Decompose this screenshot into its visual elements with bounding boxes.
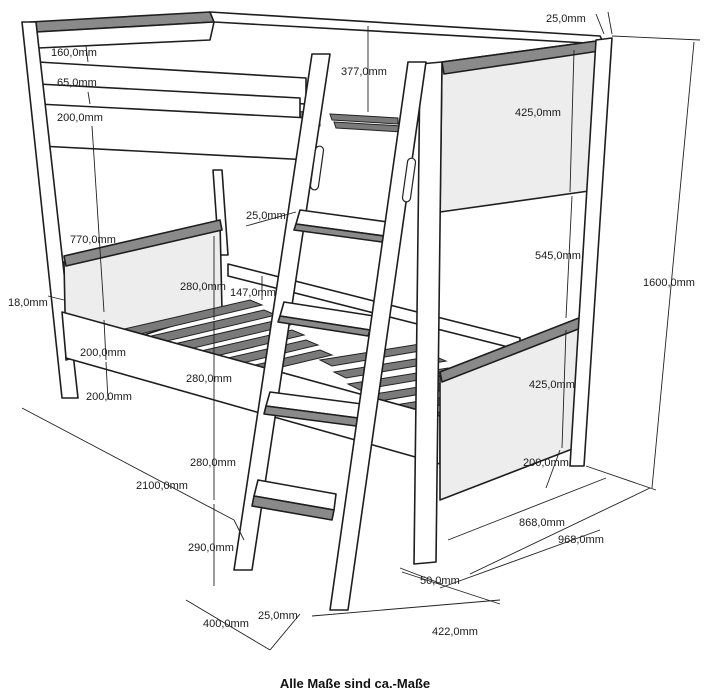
dim-ladder-rail: 25,0mm <box>258 610 298 622</box>
upper-top-edge <box>209 11 605 45</box>
ladder <box>233 53 427 611</box>
dim-mid-height: 770,0mm <box>70 234 116 246</box>
dim-total-height: 1600,0mm <box>643 277 695 289</box>
dim-rung-spacing-3: 280,0mm <box>190 457 236 469</box>
dim-ladder-width: 400,0mm <box>203 618 249 630</box>
ladder-rung-2-face <box>277 315 371 337</box>
dim-guard-gap: 65,0mm <box>57 77 97 89</box>
dimension-lines <box>21 11 701 651</box>
dim-rung-offset: 147,0mm <box>230 287 276 299</box>
ladder-handle-left <box>309 145 325 191</box>
dim-leg-height: 200,0mm <box>86 391 132 403</box>
ladder-right-rail <box>329 61 427 611</box>
dimension-labels: 160,0mm 65,0mm 200,0mm 377,0mm 25,0mm 42… <box>8 13 695 638</box>
lower-foot-top <box>63 219 223 267</box>
dim-top-guard-height: 160,0mm <box>51 47 97 59</box>
dim-upper-panel-height: 200,0mm <box>57 112 103 124</box>
back-right-post <box>569 37 613 467</box>
dim-upper-slat-gap: 377,0mm <box>341 66 387 78</box>
dim-total-length: 2100,0mm <box>136 480 188 492</box>
caption: Alle Maße sind ca.-Maße <box>280 676 430 691</box>
ladder-rung-4-face <box>251 495 335 521</box>
bed-frame <box>21 11 613 565</box>
dim-inner-width: 868,0mm <box>519 517 565 529</box>
dim-post-width-bottom: 50,0mm <box>420 575 460 587</box>
dim-head-panel-height: 425,0mm <box>515 107 561 119</box>
front-right-post <box>413 61 443 565</box>
dim-ladder-depth: 422,0mm <box>432 626 478 638</box>
dim-upper-clearance: 545,0mm <box>535 250 581 262</box>
ladder-handle-right <box>401 157 417 203</box>
dim-bottom-rung-height: 290,0mm <box>188 542 234 554</box>
dim-lower-panel-height: 200,0mm <box>80 347 126 359</box>
dim-lower-head-height: 425,0mm <box>529 379 575 391</box>
dim-foot-height: 200,0mm <box>523 457 569 469</box>
dim-rung-spacing-1: 280,0mm <box>180 281 226 293</box>
dim-ladder-rung-depth: 25,0mm <box>246 210 286 222</box>
dim-panel-thickness: 18,0mm <box>8 297 48 309</box>
dim-outer-width: 968,0mm <box>558 534 604 546</box>
front-left-post <box>21 21 79 399</box>
dim-rung-spacing-2: 280,0mm <box>186 373 232 385</box>
dim-post-width-top: 25,0mm <box>546 13 586 25</box>
